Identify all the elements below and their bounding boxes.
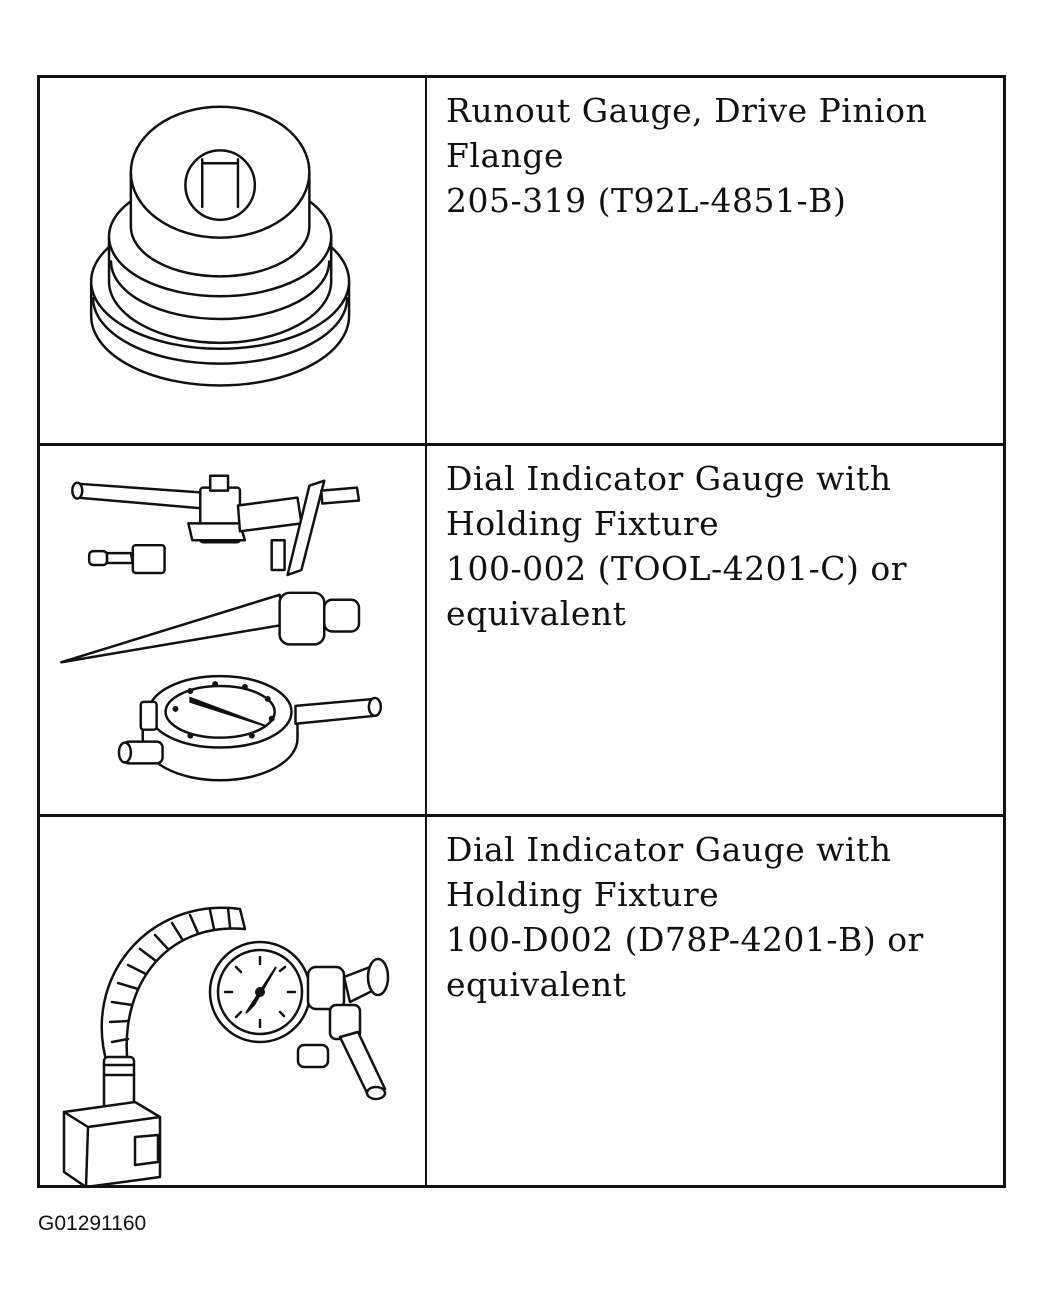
tool-row: Dial Indicator Gauge with Holding Fixtur… <box>40 446 1003 817</box>
figure-code: G01291160 <box>38 1212 147 1235</box>
tool-name-line: Holding Fixture <box>446 504 720 543</box>
tool-image-cell <box>40 78 427 443</box>
tool-name-line: Dial Indicator Gauge with <box>446 459 892 498</box>
tool-name-line: equivalent <box>446 965 627 1004</box>
runout-gauge-icon <box>89 105 351 387</box>
tool-name-line: Holding Fixture <box>446 875 720 914</box>
tool-description: Dial Indicator Gauge with Holding Fixtur… <box>446 456 996 636</box>
tool-row: Runout Gauge, Drive Pinion Flange 205-31… <box>40 78 1003 446</box>
tool-description: Dial Indicator Gauge with Holding Fixtur… <box>446 827 996 1007</box>
tool-name-line: Dial Indicator Gauge with <box>446 830 892 869</box>
tool-row: Dial Indicator Gauge with Holding Fixtur… <box>40 817 1003 1185</box>
tool-image-cell <box>40 446 427 814</box>
tool-description: Runout Gauge, Drive Pinion Flange 205-31… <box>446 88 996 223</box>
tool-part-number: 100-002 (TOOL-4201-C) or <box>446 549 908 588</box>
tool-part-number: 100-D002 (D78P-4201-B) or <box>446 920 924 959</box>
tool-name-line: equivalent <box>446 594 627 633</box>
tool-name-line: Flange <box>446 136 565 175</box>
dial-indicator-with-fixture-icon <box>60 474 383 782</box>
tool-table: Runout Gauge, Drive Pinion Flange 205-31… <box>37 75 1006 1188</box>
tool-image-cell <box>40 817 427 1185</box>
magnetic-base-dial-indicator-icon <box>62 906 390 1185</box>
tool-name-line: Runout Gauge, Drive Pinion <box>446 91 928 130</box>
tool-part-number: 205-319 (T92L-4851-B) <box>446 181 847 220</box>
